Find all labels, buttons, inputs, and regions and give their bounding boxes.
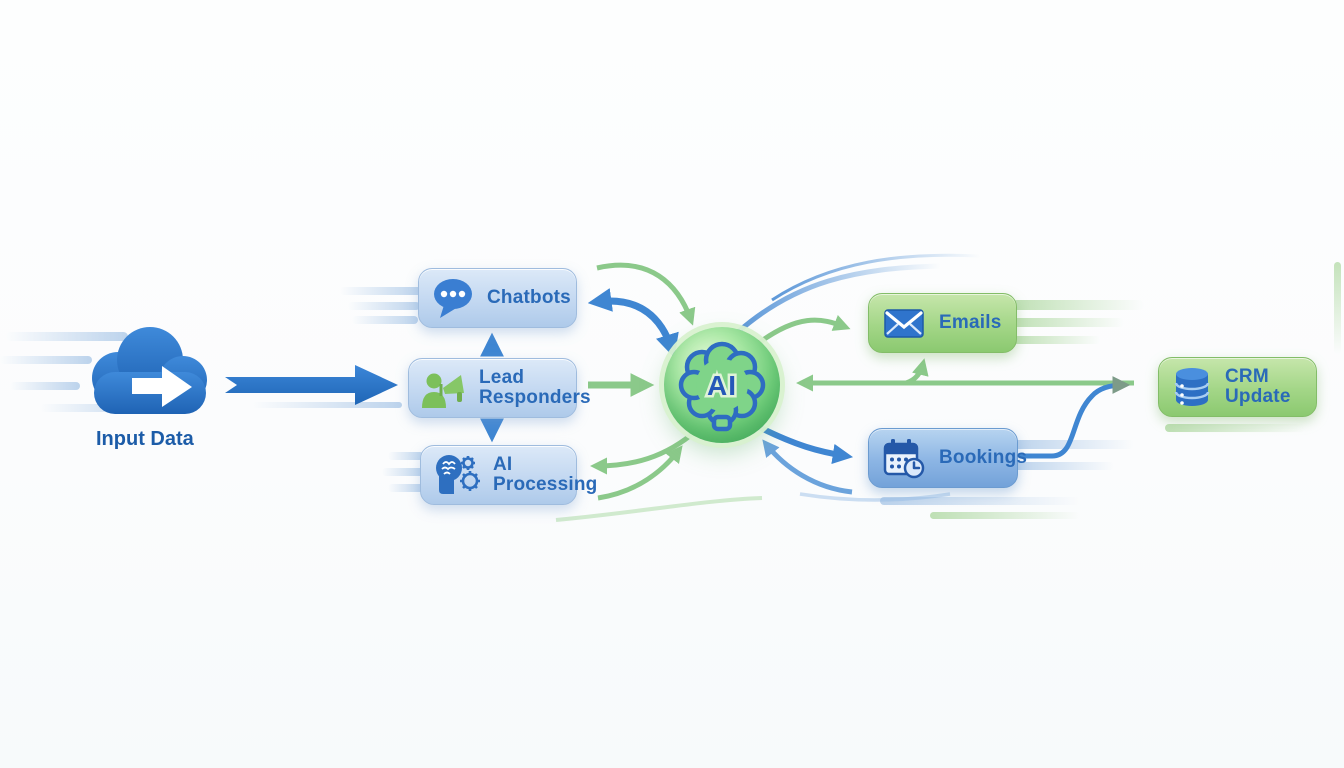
database-icon	[1171, 365, 1213, 409]
node-label: AI Processing	[493, 454, 598, 495]
arrow-hub-to-bookings	[751, 421, 854, 465]
node-bookings: Bookings	[868, 428, 1027, 488]
decorative-green-trail	[555, 496, 763, 522]
arrow-hub-to-emails	[750, 315, 851, 350]
decorative-blue-trail	[799, 492, 951, 502]
node-label: Bookings	[939, 447, 1028, 469]
motion-streak	[382, 468, 424, 476]
input-data-label: Input Data	[96, 428, 194, 450]
motion-streak	[10, 382, 80, 390]
motion-streak	[252, 402, 402, 408]
arrow-glyph	[132, 366, 192, 407]
node-label: Chatbots	[487, 287, 571, 309]
motion-streak	[1334, 262, 1341, 354]
motion-streak	[1012, 318, 1124, 327]
brain-outline-icon: AI	[678, 341, 766, 432]
motion-streak	[340, 287, 422, 295]
motion-streak	[40, 404, 160, 412]
motion-streak	[352, 316, 418, 324]
motion-streak	[1012, 300, 1144, 310]
motion-streak	[1165, 424, 1305, 432]
decorative-blue-trail	[736, 263, 941, 334]
arrow-bookings-to-crmupdate	[1020, 376, 1131, 459]
node-crm-update: CRM Update	[1158, 357, 1317, 417]
arrow-chatbots-hub-bidirectional	[587, 288, 679, 358]
motion-streak	[388, 484, 424, 492]
node-chatbots: Chatbots	[418, 268, 577, 328]
envelope-icon	[881, 303, 927, 343]
node-emails: Emails	[868, 293, 1017, 353]
node-label: Emails	[939, 312, 1002, 334]
megaphone-person-icon	[421, 366, 467, 410]
calendar-clock-icon	[881, 436, 927, 480]
arrow-bookings-to-hub	[762, 439, 853, 495]
motion-streak	[1014, 440, 1134, 449]
hub-label: AI	[707, 370, 737, 401]
motion-streak	[348, 302, 420, 310]
arrow-chatbots-to-hub	[596, 262, 696, 326]
node-label: CRM Update	[1225, 366, 1291, 407]
motion-streak	[1014, 462, 1114, 470]
brain-gears-icon	[433, 452, 481, 498]
cloud-upload-icon	[92, 327, 207, 414]
motion-streak	[930, 512, 1080, 519]
chat-bubble-icon	[431, 276, 475, 320]
node-label: Lead Responders	[479, 367, 591, 408]
input-flow-arrow	[225, 365, 398, 405]
decorative-blue-trail	[771, 253, 981, 302]
motion-streak	[1012, 336, 1100, 344]
arrow-hub-to-aiprocessing	[590, 428, 699, 475]
node-lead-responders: Lead Responders	[408, 358, 591, 418]
motion-streak	[880, 497, 1080, 505]
arrow-branch-to-emails	[905, 358, 929, 386]
motion-streak	[0, 356, 92, 364]
motion-streak	[6, 332, 128, 341]
node-ai-processing: AI Processing	[420, 445, 597, 505]
arrow-aiprocessing-to-hub	[597, 445, 683, 501]
motion-streak	[388, 452, 424, 460]
ai-hub-sphere: AI	[664, 327, 780, 443]
